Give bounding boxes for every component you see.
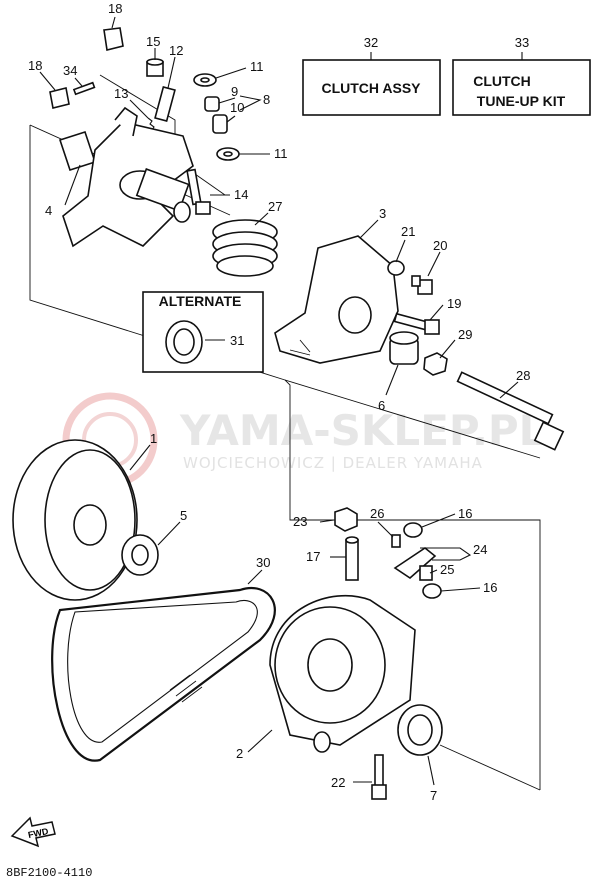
clutch-assy-label: CLUTCH ASSY [321,80,421,96]
tune-up-kit-label-line2: TUNE-UP KIT [477,93,566,109]
callout-3: 3 [379,206,386,221]
washer-part-16-top[interactable] [403,522,423,538]
bolt-part-28[interactable] [456,371,565,451]
bolt-part-22[interactable] [371,754,387,800]
roller-part-25[interactable] [419,565,433,581]
tune-up-kit-box[interactable]: CLUTCH TUNE-UP KIT 33 [452,35,591,116]
washer-part-11-bottom[interactable] [216,147,240,161]
pin-part-17[interactable] [345,536,359,581]
clip-part-18-left[interactable] [49,87,70,109]
housing-part-2[interactable] [269,595,416,753]
spring-part-26[interactable] [391,534,401,548]
callout-11-bottom: 11 [274,146,288,161]
nut-part-15[interactable] [146,58,164,77]
callout-31: 31 [230,333,244,348]
callout-21: 21 [401,224,415,239]
washer-part-16-bottom[interactable] [422,583,442,599]
washer-part-11-top[interactable] [193,73,217,87]
callout-14: 14 [234,187,248,202]
spring-part-27[interactable] [212,219,278,277]
callout-27: 27 [268,199,282,214]
bushing-part-10[interactable] [212,114,228,134]
callout-18-left: 18 [28,58,42,73]
callout-20: 20 [433,238,447,253]
leader-lines [39,16,519,786]
callout-5: 5 [180,508,187,523]
callout-33: 33 [515,35,529,50]
nut-part-23[interactable] [334,507,358,532]
spider-part-4[interactable] [58,106,194,248]
callout-4: 4 [45,203,52,218]
callout-19: 19 [447,296,461,311]
washer-part-21[interactable] [387,260,405,276]
bolt-part-19[interactable] [393,312,440,335]
callout-6: 6 [378,398,385,413]
fwd-label: FWD [27,826,50,840]
callout-28: 28 [516,368,530,383]
callout-23: 23 [293,514,307,529]
callout-29: 29 [458,327,472,342]
pin-part-34[interactable] [72,81,96,96]
clutch-assy-box[interactable]: CLUTCH ASSY 32 [302,35,441,116]
alternate-box[interactable]: ALTERNATE 31 [142,291,264,373]
slider-part-5[interactable] [121,534,159,576]
pin-part-12[interactable] [154,86,176,122]
callout-15: 15 [146,34,160,49]
watermark: YAMA-SKLEP.PL WOJCIECHOWICZ | DEALER YAM… [62,392,545,488]
bushing-part-7[interactable] [397,704,443,756]
callout-8: 8 [263,92,270,107]
callout-32: 32 [364,35,378,50]
watermark-title: YAMA-SKLEP.PL [179,406,545,455]
callout-17: 17 [306,549,320,564]
roller-part-9[interactable] [204,96,220,112]
tune-up-kit-label-line1: CLUTCH [473,73,531,89]
weight-part-24[interactable] [393,547,437,580]
callout-18-top: 18 [108,1,122,16]
bolt-part-14[interactable] [186,168,211,215]
callout-1: 1 [150,431,157,446]
callout-10: 10 [230,100,244,115]
callout-9: 9 [231,84,238,99]
callout-12: 12 [169,43,183,58]
seal-part-31[interactable] [165,320,203,364]
callout-30: 30 [256,555,270,570]
callout-13: 13 [114,86,128,101]
callout-11-top: 11 [250,59,264,74]
clip-part-18-top[interactable] [103,27,124,51]
callout-25: 25 [440,562,454,577]
callout-34: 34 [63,63,77,78]
alternate-label: ALTERNATE [159,293,242,309]
belt-part-30[interactable] [51,587,276,762]
fwd-arrow-icon: FWD [10,816,56,848]
callout-7: 7 [430,788,437,803]
cover-part-3[interactable] [274,235,399,364]
callout-numbers: 18 18 34 15 12 13 11 9 10 8 11 14 27 4 3… [28,1,530,803]
callout-16-top: 16 [458,506,472,521]
callout-22: 22 [331,775,345,790]
watermark-subtitle: WOJCIECHOWICZ | DEALER YAMAHA [183,454,483,472]
diagram-code: 8BF2100-4110 [6,866,92,880]
sheave-part-1[interactable] [12,439,138,601]
nut-part-29[interactable] [423,352,448,376]
callout-2: 2 [236,746,243,761]
callout-26: 26 [370,506,384,521]
bushing-part-6[interactable] [389,331,419,365]
bolt-part-20[interactable] [411,275,433,295]
callout-24: 24 [473,542,487,557]
callout-16-bottom: 16 [483,580,497,595]
